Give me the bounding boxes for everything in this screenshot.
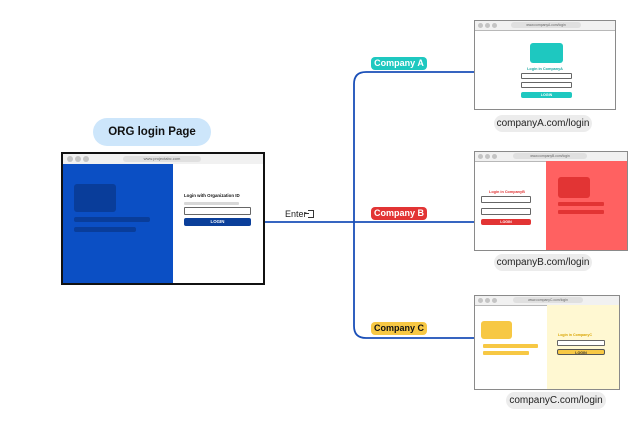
text-placeholder [74,217,150,222]
tag-company-b: Company B [371,207,427,220]
window-dot-icon [478,298,483,303]
window-dot-icon [83,156,89,162]
username-input[interactable] [481,196,531,203]
enter-icon [304,210,314,218]
password-input[interactable] [481,208,531,215]
browser-chrome: www.companyA.com/login [475,21,615,31]
username-input[interactable] [557,340,605,346]
brand-panel [546,161,627,250]
logo-placeholder [558,177,590,198]
connector-company-c [353,222,474,339]
address-bar[interactable]: www.companyA.com/login [511,22,581,28]
logo-placeholder [481,321,512,339]
company-a-window: www.companyA.com/login Login in CompanyA… [474,20,616,110]
window-dot-icon [492,23,497,28]
window-dot-icon [492,154,497,159]
window-dot-icon [75,156,81,162]
username-input[interactable] [521,73,572,79]
company-c-window: www.companyC.com/login Login in CompanyC… [474,295,620,390]
login-heading: Login with Organization ID [184,193,240,198]
address-bar[interactable]: www.companyC.com/login [513,297,583,303]
login-button[interactable]: LOGIN [481,219,531,225]
login-button[interactable]: LOGIN [184,218,251,226]
window-dot-icon [485,154,490,159]
window-dot-icon [478,23,483,28]
logo-placeholder [530,43,563,63]
login-heading: Login in CompanyA [527,67,563,71]
window-dot-icon [485,23,490,28]
window-dot-icon [492,298,497,303]
text-placeholder [558,210,604,214]
company-c-caption: companyC.com/login [506,392,606,409]
window-dot-icon [485,298,490,303]
login-heading: Login in CompanyB [489,190,525,194]
company-b-window: www.companyB.com/login Login in CompanyB… [474,151,628,251]
tag-company-c: Company C [371,322,427,335]
text-placeholder [483,351,529,355]
tag-company-a: Company A [371,57,427,70]
enter-label: Enter [285,209,314,219]
window-dot-icon [478,154,483,159]
company-a-caption: companyA.com/login [494,115,592,132]
company-b-caption: companyB.com/login [494,254,592,271]
address-bar[interactable]: www.companyB.com/login [513,153,587,159]
password-input[interactable] [521,82,572,88]
text-placeholder [74,227,136,232]
login-panel: Login with Organization ID LOGIN [173,164,263,283]
hint-placeholder [184,202,239,205]
connector-company-a [353,71,474,222]
enter-text: Enter [285,209,307,219]
login-panel: Login in CompanyC LOGIN [547,305,619,389]
login-heading: Login in CompanyC [558,333,592,337]
address-bar[interactable]: www.projectabc.com [123,156,201,162]
login-button[interactable]: LOGIN [521,92,572,98]
brand-panel [63,164,173,283]
window-dot-icon [67,156,73,162]
login-button[interactable]: LOGIN [557,349,605,355]
text-placeholder [558,202,604,206]
logo-placeholder [74,184,116,212]
org-login-window: www.projectabc.com Login with Organizati… [61,152,265,285]
text-placeholder [483,344,538,348]
org-id-input[interactable] [184,207,251,215]
page-title: ORG login Page [93,118,211,146]
